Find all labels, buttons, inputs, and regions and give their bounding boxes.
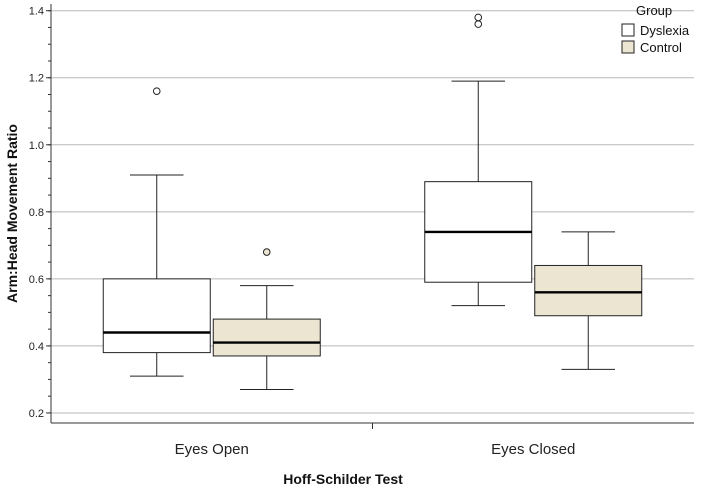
y-ticks: 0.2 0.4 0.6 0.8 1.0 1.2 1.4 — [29, 6, 51, 420]
x-tick-label: Eyes Closed — [491, 441, 575, 458]
box-dyslexia-eyes-closed — [424, 13, 533, 307]
axes — [50, 4, 694, 424]
y-tick-label: 1.0 — [29, 140, 44, 152]
legend-swatch — [621, 40, 635, 54]
outlier-point — [152, 87, 161, 95]
outlier-point — [474, 13, 483, 22]
legend-label: Control — [640, 40, 682, 55]
iqr-box — [102, 278, 211, 354]
box-control-eyes-open — [212, 248, 321, 390]
x-tick-label: Eyes Open — [175, 441, 249, 458]
y-tick-label: 0.8 — [29, 207, 44, 219]
y-tick-label: 1.2 — [29, 73, 44, 85]
iqr-box — [534, 264, 643, 317]
legend-label: Dyslexia — [640, 23, 690, 38]
boxes — [102, 13, 643, 390]
y-tick-label: 0.6 — [29, 274, 44, 286]
y-tick-label: 0.2 — [29, 408, 44, 420]
outlier-point — [262, 248, 271, 256]
outlier-point — [474, 20, 483, 28]
legend-swatch — [621, 23, 635, 37]
y-tick-label: 0.4 — [29, 341, 44, 353]
box-dyslexia-eyes-open — [102, 87, 211, 377]
x-ticks: Eyes Open Eyes Closed — [175, 423, 575, 458]
y-axis-title: Arm:Head Movement Ratio — [4, 124, 20, 303]
x-axis-title: Hoff-Schilder Test — [283, 471, 403, 487]
y-tick-label: 1.4 — [29, 6, 44, 18]
box-control-eyes-closed — [534, 231, 643, 370]
legend-title: Group — [636, 3, 672, 18]
iqr-box — [212, 318, 321, 357]
